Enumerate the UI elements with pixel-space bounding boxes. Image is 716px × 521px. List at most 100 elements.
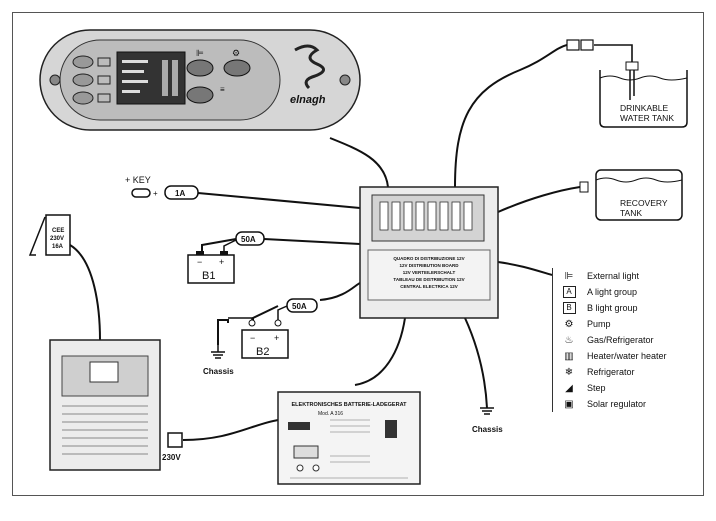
charger-model: Mod. A 316 [318, 411, 343, 417]
b1-minus: − [197, 257, 202, 267]
chassis-ground-right: Chassis [472, 407, 503, 434]
key-circuit: + KEY + 1A [125, 175, 199, 200]
board-line-1: QUADRO DI DISTRIBUZIONE 12V [393, 256, 464, 261]
battery-charger: ELEKTRONISCHES BATTERIE-LADEGERAT Mod. A… [277, 391, 421, 485]
fuse-1a [164, 185, 199, 200]
legend-label: B light group [587, 303, 638, 313]
recovery-label-1: RECOVERY [620, 198, 668, 208]
brand-logo-icon [294, 44, 325, 90]
panel-button[interactable] [186, 86, 214, 104]
plug-icon [167, 432, 183, 448]
chassis-left-label: Chassis [203, 367, 234, 376]
diagram-frame [12, 12, 704, 496]
distribution-board: QUADRO DI DISTRIBUZIONE 12V 12V DISTRIBU… [359, 186, 499, 319]
water-sensor [625, 61, 639, 71]
panel-button[interactable] [72, 91, 94, 105]
battery-b2-body [241, 329, 289, 359]
key-connector [131, 188, 151, 198]
legend-label: A light group [587, 287, 638, 297]
water-tank-body [599, 70, 688, 128]
legend-label: Gas/Refrigerator [587, 335, 654, 345]
display-bar [122, 90, 140, 93]
legend-label: Solar regulator [587, 399, 647, 409]
panel-button[interactable] [186, 59, 214, 77]
legend-item: ❄ Refrigerator [559, 364, 709, 380]
board-line-3: 12V VERTEILERSCHALT [403, 270, 456, 275]
charger-title: ELEKTRONISCHES BATTERIE-LADEGERAT [292, 402, 408, 408]
fuse-1a-label: 1A [175, 189, 185, 198]
battery-terminal [274, 319, 282, 327]
board-line-5: CENTRAL ELECTRICA 12V [400, 284, 458, 289]
display-bar [122, 60, 148, 63]
step-icon: ◢ [565, 382, 573, 394]
b-light-group-icon: B [559, 302, 579, 314]
230v-label: 230V [162, 453, 181, 462]
board-fuses [379, 201, 473, 231]
chassis-ground-left: Chassis [203, 345, 234, 376]
wire-panel-board [329, 137, 389, 188]
connector [580, 39, 594, 51]
legend-item: ▥Heater/water heater [559, 348, 709, 364]
legend-item: B B light group [559, 300, 709, 316]
b2-label: B2 [256, 346, 269, 358]
gas-refrigerator-icon: ♨ [564, 334, 574, 346]
charger-spec-lines [290, 419, 408, 479]
panel-button[interactable] [72, 73, 94, 87]
wire-board-recovery [497, 186, 581, 213]
board-line-2: 12V DISTRIBUTION BOARD [399, 263, 459, 268]
a-light-group-icon: A [559, 286, 579, 298]
wire-b2-minus [228, 317, 253, 320]
charger-switch[interactable] [288, 422, 310, 430]
cee-label-1: CEE [52, 228, 64, 234]
chassis-right-label: Chassis [472, 425, 503, 434]
wire-cee-charger [69, 244, 101, 341]
wire-b2-plus [252, 305, 279, 323]
level-gauge [172, 60, 178, 96]
battery-b1: 50A − + B1 [187, 231, 265, 284]
level-gauge [162, 60, 168, 96]
battery-b2: 50A − + B2 [228, 298, 318, 359]
battery-terminal [248, 319, 256, 327]
wire-b2-chassis [217, 319, 229, 345]
fuse-50a-b2-label: 50A [292, 302, 307, 311]
wire-water-tank-pipe [594, 44, 633, 65]
charger-terminal [312, 464, 320, 472]
power-unit-switch[interactable] [89, 361, 119, 383]
board-line-4: TABLEAU DE DISTRIBUTION 12V [393, 277, 464, 282]
wire-b1-minus [201, 238, 237, 253]
legend-label: External light [587, 271, 640, 281]
wire-b1-board [263, 238, 361, 245]
light-icon: ⊫ [196, 48, 204, 58]
fuse-50a-b1 [235, 231, 265, 246]
socket-body [45, 214, 71, 256]
legend-item: ⚙Pump [559, 316, 709, 332]
external-light-icon: ⊫ [564, 270, 574, 282]
connector [579, 181, 589, 193]
brand-mark-icon: ≡ [220, 85, 225, 94]
battery-terminal [220, 251, 228, 255]
legend-label: Heater/water heater [587, 351, 667, 361]
panel-button[interactable] [223, 59, 251, 77]
legend-label: Refrigerator [587, 367, 635, 377]
legend-item: ⊫ External light [559, 268, 709, 284]
power-unit: 230V [49, 339, 183, 471]
legend-item: ▣ Solar regulator [559, 396, 709, 412]
recovery-level [595, 177, 683, 183]
drinkable-label-1: DRINKABLE [620, 103, 669, 113]
panel-button[interactable] [72, 55, 94, 69]
refrigerator-icon: ❄ [564, 366, 574, 378]
charger-led [385, 420, 397, 438]
charger-terminals [293, 445, 319, 459]
wire-board-chassis [464, 317, 488, 409]
fuse-50a-b2 [286, 298, 318, 313]
b2-plus: + [274, 333, 279, 343]
solar-regulator-icon: ▣ [564, 398, 574, 410]
wire-board-legend [497, 261, 553, 276]
wire-key-board [197, 192, 361, 209]
display-bar [122, 80, 148, 83]
b2-minus: − [250, 333, 255, 343]
cee-label-3: 16A [52, 244, 64, 250]
water-level [599, 75, 688, 81]
cee-socket: CEE 230V 16A [28, 214, 71, 256]
